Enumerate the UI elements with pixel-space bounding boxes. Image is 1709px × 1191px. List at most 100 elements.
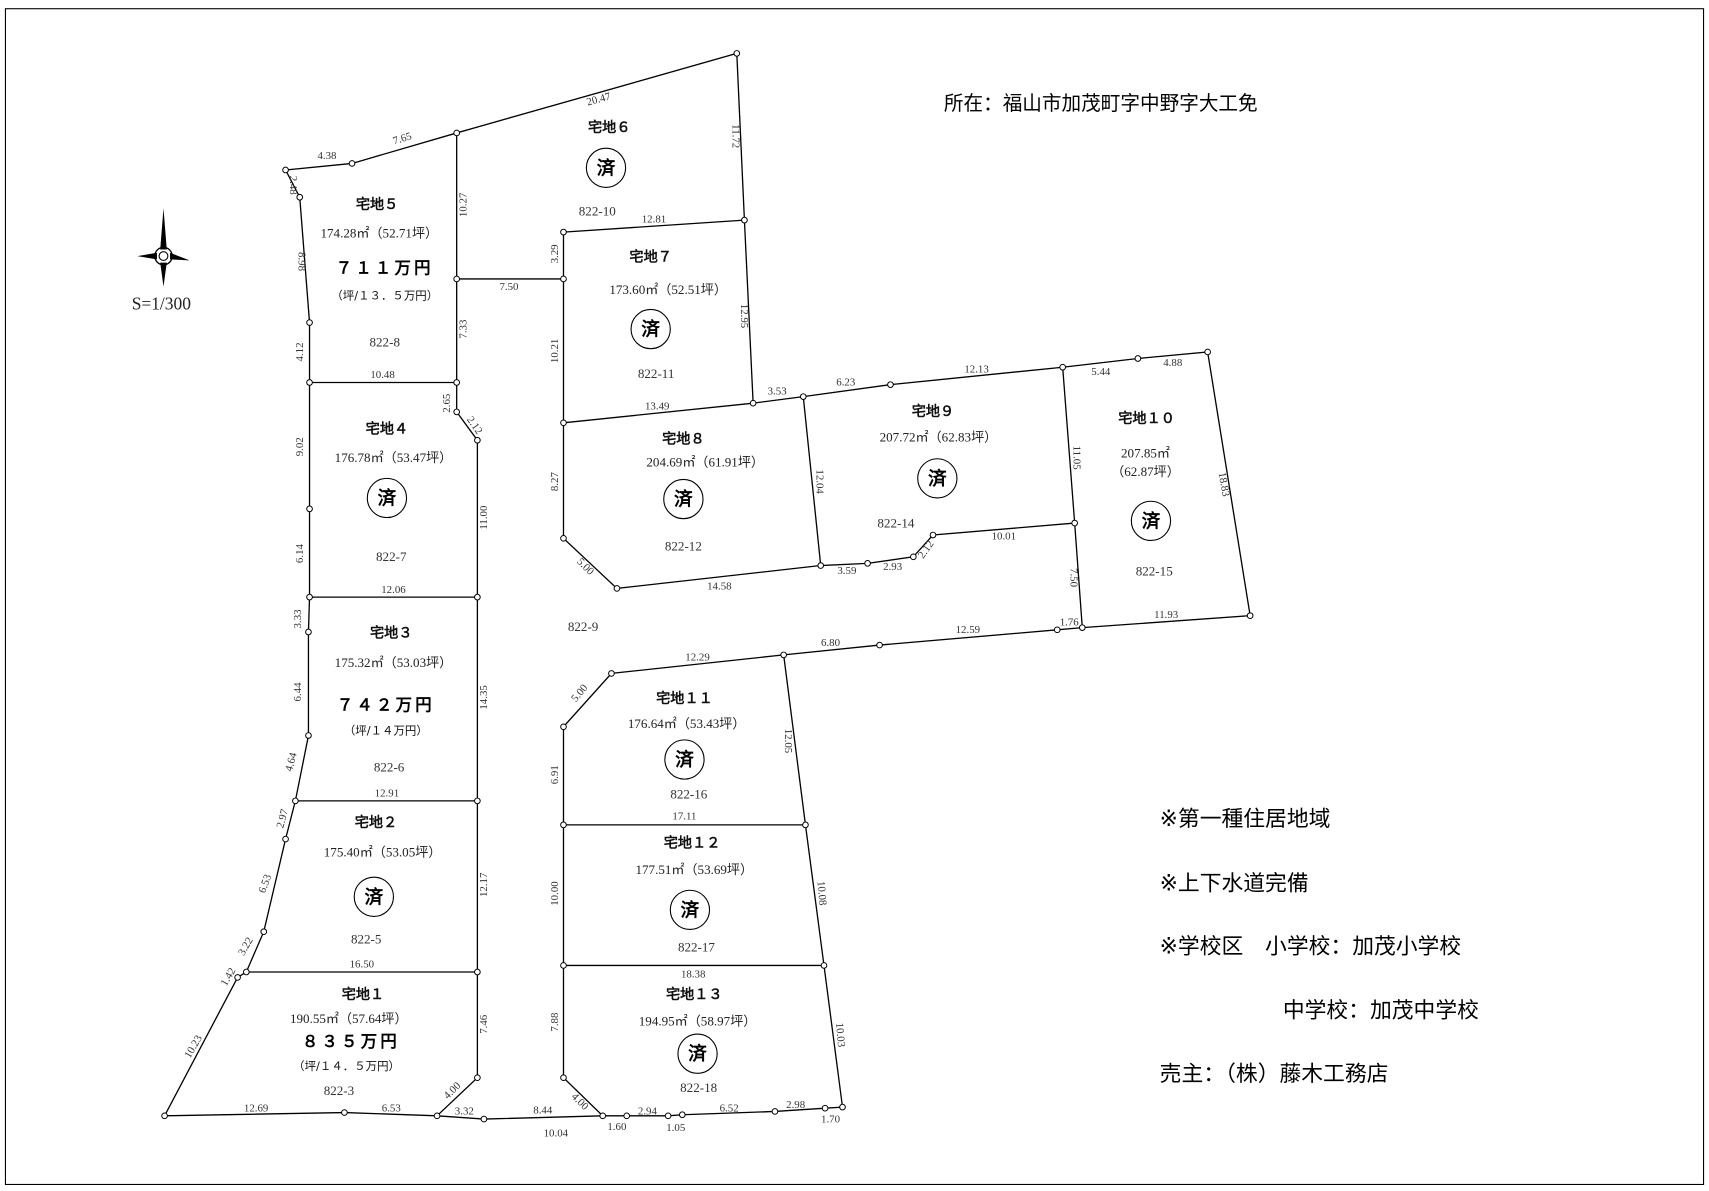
boundary-vertex-marker: [741, 216, 748, 224]
lot-price: ８３５万円: [302, 1032, 400, 1051]
boundary-vertex-marker: [560, 723, 567, 731]
boundary-vertex-marker: [242, 968, 250, 976]
dimension-label: 6.80: [821, 637, 841, 649]
dimension-label: 14.35: [478, 685, 490, 710]
dimension-label: 1.70: [821, 1113, 841, 1125]
dimension-label: 2.93: [883, 561, 903, 573]
dimension-label: 3.59: [837, 565, 856, 577]
dimension-label: 12.69: [244, 1102, 268, 1114]
boundary-vertex-marker: [306, 505, 313, 513]
lot-area: 207.72㎡（62.83坪）: [880, 429, 998, 444]
lot-name: 宅地１１: [656, 690, 713, 707]
dimension-label: 11.05: [1071, 446, 1083, 471]
boundary-vertex-marker: [282, 166, 289, 174]
lot-6[interactable]: 宅地６ 済 822-10: [579, 119, 631, 219]
boundary-vertex-marker: [780, 651, 787, 659]
sold-mark: [585, 147, 627, 188]
lot-10[interactable]: 宅地１０ 207.85㎡ （62.87坪） 済 822-15: [1111, 410, 1180, 579]
dimension-label: 10.27: [457, 192, 469, 217]
dimension-label: 4.38: [317, 150, 337, 162]
dimension-label: 12.29: [685, 651, 709, 663]
dimension-label: 8.27: [549, 472, 561, 492]
dimension-label: 6.52: [720, 1102, 739, 1114]
boundary-vertex-marker: [474, 436, 481, 444]
sold-mark: [630, 308, 671, 350]
dimension-label: 3.22: [236, 935, 256, 957]
dimension-label: 18.38: [681, 968, 706, 980]
lot-unit-price: （坪/１４万円）: [344, 723, 428, 737]
boundary-vertex-marker: [306, 593, 313, 601]
boundary-vertex-marker: [820, 962, 828, 969]
boundary-vertex-marker: [474, 1074, 481, 1081]
parcel-number: 822-3: [324, 1083, 355, 1098]
boundary-vertex-marker: [821, 1104, 829, 1112]
note-junior-high: 中学校：加茂中学校: [1283, 999, 1479, 1024]
lot-name: 宅地１０: [1118, 410, 1175, 427]
sold-mark: [669, 889, 711, 931]
boundary-line: [285, 52, 1251, 1117]
dimension-label: 6.14: [294, 543, 306, 563]
lot-5[interactable]: 宅地５ 174.28㎡（52.71坪） ７１１万円 （坪/１３．５万円） 822…: [321, 196, 439, 349]
boundary-vertex-marker: [887, 381, 894, 388]
sold-mark: [366, 477, 408, 519]
frame-border: [4, 8, 1705, 1186]
boundary-vertex-marker: [560, 228, 567, 236]
dimension-label: 12.04: [813, 469, 825, 494]
dimension-label: 14.58: [707, 581, 732, 593]
boundary-vertex-marker: [613, 585, 621, 592]
boundary-vertex-marker: [560, 534, 567, 542]
lot-4[interactable]: 宅地４ 176.78㎡（53.47坪） 済 822-7: [335, 421, 453, 564]
lot-area: 173.60㎡（52.51坪）: [609, 282, 727, 297]
dimension-label: 16.50: [350, 959, 375, 971]
lot-3[interactable]: 宅地３ 175.32㎡（53.03坪） ７４２万円 （坪/１４万円） 822-6: [335, 624, 453, 774]
sold-mark: [353, 876, 395, 917]
boundary-vertex-marker: [1204, 348, 1211, 356]
lot-1[interactable]: 宅地１ 190.55㎡（57.64坪） ８３５万円 （坪/１４．５万円） 822…: [290, 986, 408, 1098]
parcel-number: 822-10: [579, 204, 616, 219]
lot-unit-price: （坪/１３．５万円）: [331, 289, 438, 303]
boundary-vertex-marker: [260, 928, 268, 935]
lot-12[interactable]: 宅地１２ 177.51㎡（53.69坪） 済 822-17: [635, 835, 753, 955]
lot-unit-price: （坪/１４．５万円）: [293, 1059, 400, 1073]
lot-9[interactable]: 宅地９ 207.72㎡（62.83坪） 済 822-14: [877, 403, 997, 530]
lot-7[interactable]: 宅地７ 173.60㎡（52.51坪） 済 822-11: [609, 249, 727, 382]
lot-11[interactable]: 宅地１１ 176.64㎡（53.43坪） 済 822-16: [628, 690, 746, 802]
lot-name: 宅地３: [370, 624, 412, 641]
parcel-number: 822-16: [670, 787, 707, 802]
dimension-label: 1.05: [666, 1122, 686, 1134]
boundary-vertex-marker: [453, 379, 461, 386]
compass-icon: [137, 208, 190, 287]
dimension-label: 2.97: [274, 807, 291, 829]
lot-8[interactable]: 宅地８ 204.69㎡（61.91坪） 済 822-12: [646, 430, 764, 553]
sold-mark-text: 済: [641, 319, 660, 341]
boundary-vertex-marker: [282, 835, 289, 843]
sold-mark: [664, 739, 705, 780]
lot-13[interactable]: 宅地１３ 194.95㎡（58.97坪） 済 822-18: [639, 986, 757, 1095]
boundary-vertex-marker: [749, 399, 757, 407]
lot-name: 宅地１３: [666, 986, 723, 1003]
lot-area: 177.51㎡（53.69坪）: [635, 862, 753, 877]
dimension-label: 2.98: [786, 1099, 806, 1111]
dimension-label: 6.44: [292, 682, 304, 702]
boundary-vertex-marker: [560, 1074, 567, 1081]
note-seller: 売主：（株）藤木工務店: [1160, 1062, 1389, 1087]
dimension-label: 18.83: [1216, 471, 1232, 498]
dimension-label: 10.04: [544, 1128, 569, 1140]
boundary-line: [1062, 367, 1083, 628]
sold-mark-text: 済: [365, 886, 384, 908]
sold-mark-text: 済: [597, 157, 616, 179]
sold-mark-text: 済: [675, 749, 694, 771]
sold-mark: [677, 1033, 718, 1074]
lot-area: 204.69㎡（61.91坪）: [646, 454, 764, 469]
boundary-vertex-marker: [1053, 626, 1061, 634]
dimension-label: 12.95: [738, 304, 750, 329]
lot-2[interactable]: 宅地２ 175.40㎡（53.05坪） 済 822-5: [324, 814, 442, 947]
boundary-line: [563, 219, 745, 233]
dimension-label: 12.06: [381, 584, 406, 596]
note-school-district: ※学校区 小学校：加茂小学校: [1160, 934, 1462, 959]
dimension-label: 17.11: [672, 810, 696, 822]
dimension-label: 11.93: [1154, 609, 1179, 621]
dimension-label: 3.32: [455, 1106, 474, 1118]
lot-name: 宅地２: [355, 814, 397, 831]
road-parcel-number: 822-9: [568, 619, 598, 634]
